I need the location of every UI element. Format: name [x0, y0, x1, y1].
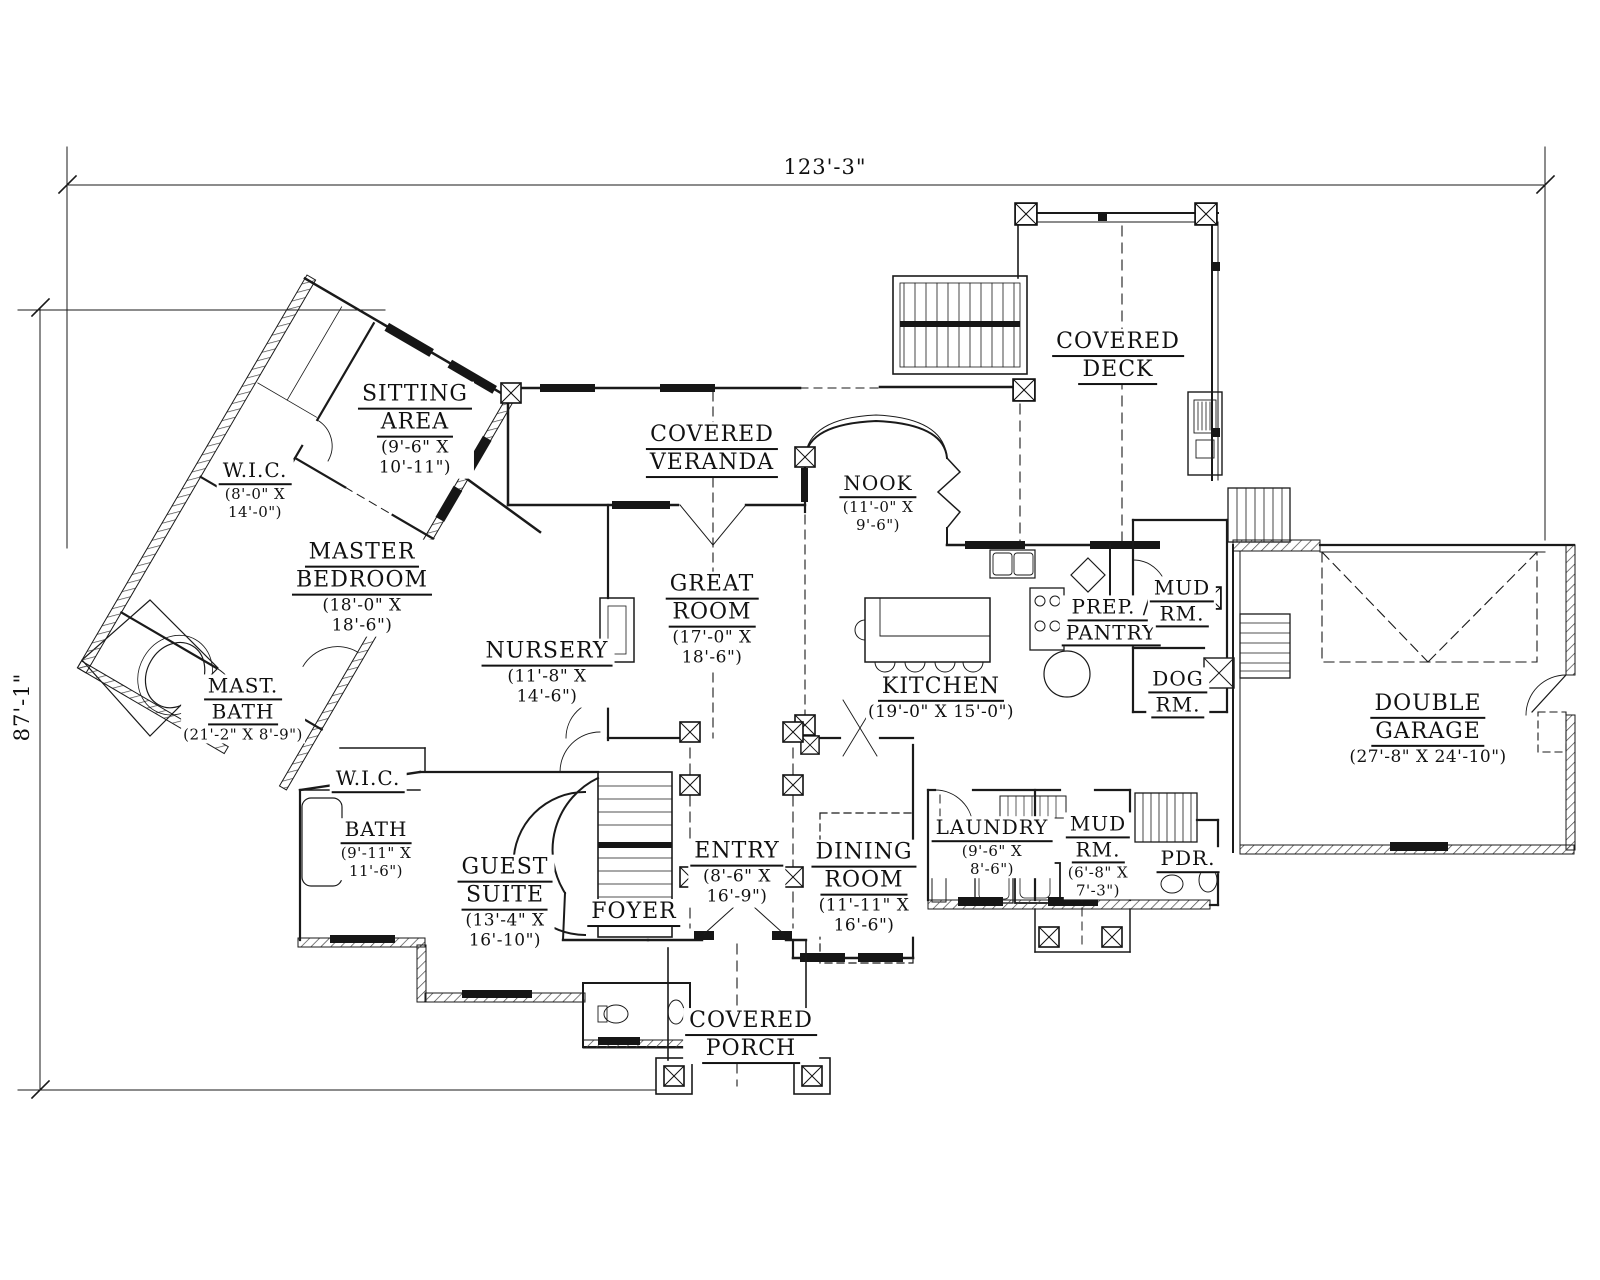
room-name: AREA	[376, 410, 454, 438]
room-size: (8'-0" X	[224, 484, 286, 503]
room-name: RM.	[1151, 692, 1205, 719]
room-size: (21'-2" X 8'-9")	[183, 725, 303, 744]
room-label-bath: BATH (9'-11" X 11'-6")	[338, 818, 414, 880]
room-name: KITCHEN	[877, 674, 1005, 702]
master-bath-bay	[81, 599, 219, 737]
room-label-dining-room: DINING ROOM (11'-11" X 16'-6")	[809, 839, 919, 937]
room-label-foyer: FOYER	[585, 899, 683, 927]
room-name: DINING	[811, 840, 917, 868]
room-name: MUD	[1149, 576, 1215, 602]
room-name: FOYER	[587, 899, 681, 927]
room-size: (9'-6" X	[961, 841, 1023, 860]
room-name: PDR.	[1156, 847, 1220, 873]
room-size: 11'-6")	[348, 861, 404, 880]
room-size: 16'-6")	[833, 915, 895, 936]
room-size: 14'-6")	[516, 686, 578, 707]
nook-kitchen	[801, 414, 1160, 698]
overall-height-dimension: 87'-1"	[10, 672, 34, 742]
room-name: ROOM	[668, 600, 756, 628]
room-name: PREP. /	[1067, 595, 1155, 621]
room-label-covered-veranda: COVERED VERANDA	[643, 422, 781, 478]
room-label-mud-rm-lower: MUD RM. (6'-8" X 7'-3")	[1063, 812, 1133, 900]
room-size: (18'-0" X	[322, 595, 402, 616]
room-label-covered-porch: COVERED PORCH	[683, 1008, 819, 1064]
room-name: NOOK	[839, 472, 917, 498]
room-label-nursery: NURSERY (11'-8" X 14'-6")	[479, 638, 615, 708]
room-label-master-bath: MAST. BATH (21'-2" X 8'-9")	[181, 674, 305, 744]
room-name: BEDROOM	[291, 568, 433, 596]
room-name: BATH	[340, 818, 412, 844]
room-size: (8'-6" X	[702, 866, 771, 887]
room-name: PANTRY	[1061, 620, 1161, 647]
room-name: LAUNDRY	[931, 816, 1053, 842]
room-size: 16'-10")	[468, 930, 542, 951]
room-label-guest-suite: GUEST SUITE (13'-4" X 16'-10")	[455, 854, 555, 952]
room-name: RM.	[1155, 601, 1209, 628]
overall-width-dimension: 123'-3"	[783, 155, 867, 179]
room-size: (9'-6" X	[380, 437, 450, 458]
room-name: GUEST	[457, 855, 553, 883]
room-label-master-bedroom: MASTER BEDROOM (18'-0" X 18'-6")	[289, 539, 435, 637]
room-name: COVERED	[1052, 329, 1184, 357]
room-size: 18'-6")	[681, 647, 743, 668]
room-label-wic-lower: W.I.C.	[329, 767, 407, 793]
dimension-lines	[17, 146, 1556, 1100]
room-size: 18'-6")	[331, 615, 393, 636]
room-label-kitchen: KITCHEN (19'-0" X 15'-0")	[865, 673, 1017, 723]
room-name: RM.	[1071, 837, 1125, 864]
room-label-nook: NOOK (11'-0" X 9'-6")	[837, 472, 919, 534]
guest-suite-porch	[297, 731, 831, 1095]
room-name: DOG	[1148, 667, 1208, 693]
room-name: BATH	[207, 699, 279, 726]
room-name: COVERED	[646, 422, 778, 450]
room-size: (11'-11" X	[818, 895, 910, 916]
room-size: (6'-8" X	[1067, 863, 1129, 882]
room-label-sitting-area: SITTING AREA (9'-6" X 10'-11")	[355, 381, 475, 479]
room-label-wic-upper: W.I.C. (8'-0" X 14'-0")	[216, 459, 294, 521]
room-name: DECK	[1078, 357, 1158, 385]
room-name: MUD	[1065, 812, 1131, 838]
room-size: 7'-3")	[1075, 881, 1121, 900]
room-label-prep-pantry: PREP. / PANTRY	[1059, 595, 1163, 647]
room-name: MASTER	[304, 540, 420, 568]
room-label-entry: ENTRY (8'-6" X 16'-9")	[688, 838, 786, 908]
room-name: GARAGE	[1371, 719, 1485, 747]
room-size: (19'-0" X 15'-0")	[867, 701, 1015, 722]
room-name: PORCH	[701, 1036, 801, 1064]
room-size: (13'-4" X	[465, 910, 545, 931]
room-name: COVERED	[685, 1008, 817, 1036]
garage-structure	[1232, 539, 1576, 855]
room-size: (11'-8" X	[507, 666, 587, 687]
room-size: 10'-11")	[378, 457, 452, 478]
room-label-laundry: LAUNDRY (9'-6" X 8'-6")	[929, 816, 1055, 878]
room-label-great-room: GREAT ROOM (17'-0" X 18'-6")	[663, 571, 761, 669]
room-label-dog-rm: DOG RM.	[1146, 667, 1210, 719]
room-name: W.I.C.	[331, 767, 405, 793]
room-size: 14'-0")	[227, 502, 283, 521]
room-name: DOUBLE	[1370, 691, 1486, 719]
room-label-covered-deck: COVERED DECK	[1050, 329, 1186, 385]
room-name: GREAT	[665, 572, 759, 600]
room-name: SITTING	[357, 382, 473, 410]
room-name: ROOM	[820, 868, 908, 896]
room-size: 8'-6")	[969, 859, 1015, 878]
room-name: MAST.	[203, 674, 283, 700]
room-size: (9'-11" X	[340, 843, 412, 862]
room-size: 16'-9")	[706, 886, 768, 907]
room-name: NURSERY	[481, 639, 613, 667]
room-name: VERANDA	[645, 450, 779, 478]
room-size: (17'-0" X	[672, 627, 752, 648]
room-size: (27'-8" X 24'-10")	[1349, 746, 1507, 767]
room-name: W.I.C.	[218, 459, 292, 485]
room-label-mud-rm-upper: MUD RM.	[1147, 576, 1217, 628]
room-label-double-garage: DOUBLE GARAGE (27'-8" X 24'-10")	[1347, 690, 1509, 768]
room-name: SUITE	[461, 883, 549, 911]
room-size: 9'-6")	[855, 515, 901, 534]
room-label-powder-room: PDR.	[1154, 847, 1222, 873]
deck-stairs	[892, 275, 1028, 375]
room-name: ENTRY	[690, 839, 784, 867]
room-size: (11'-0" X	[842, 497, 914, 516]
covered-deck-structure	[1017, 212, 1291, 679]
